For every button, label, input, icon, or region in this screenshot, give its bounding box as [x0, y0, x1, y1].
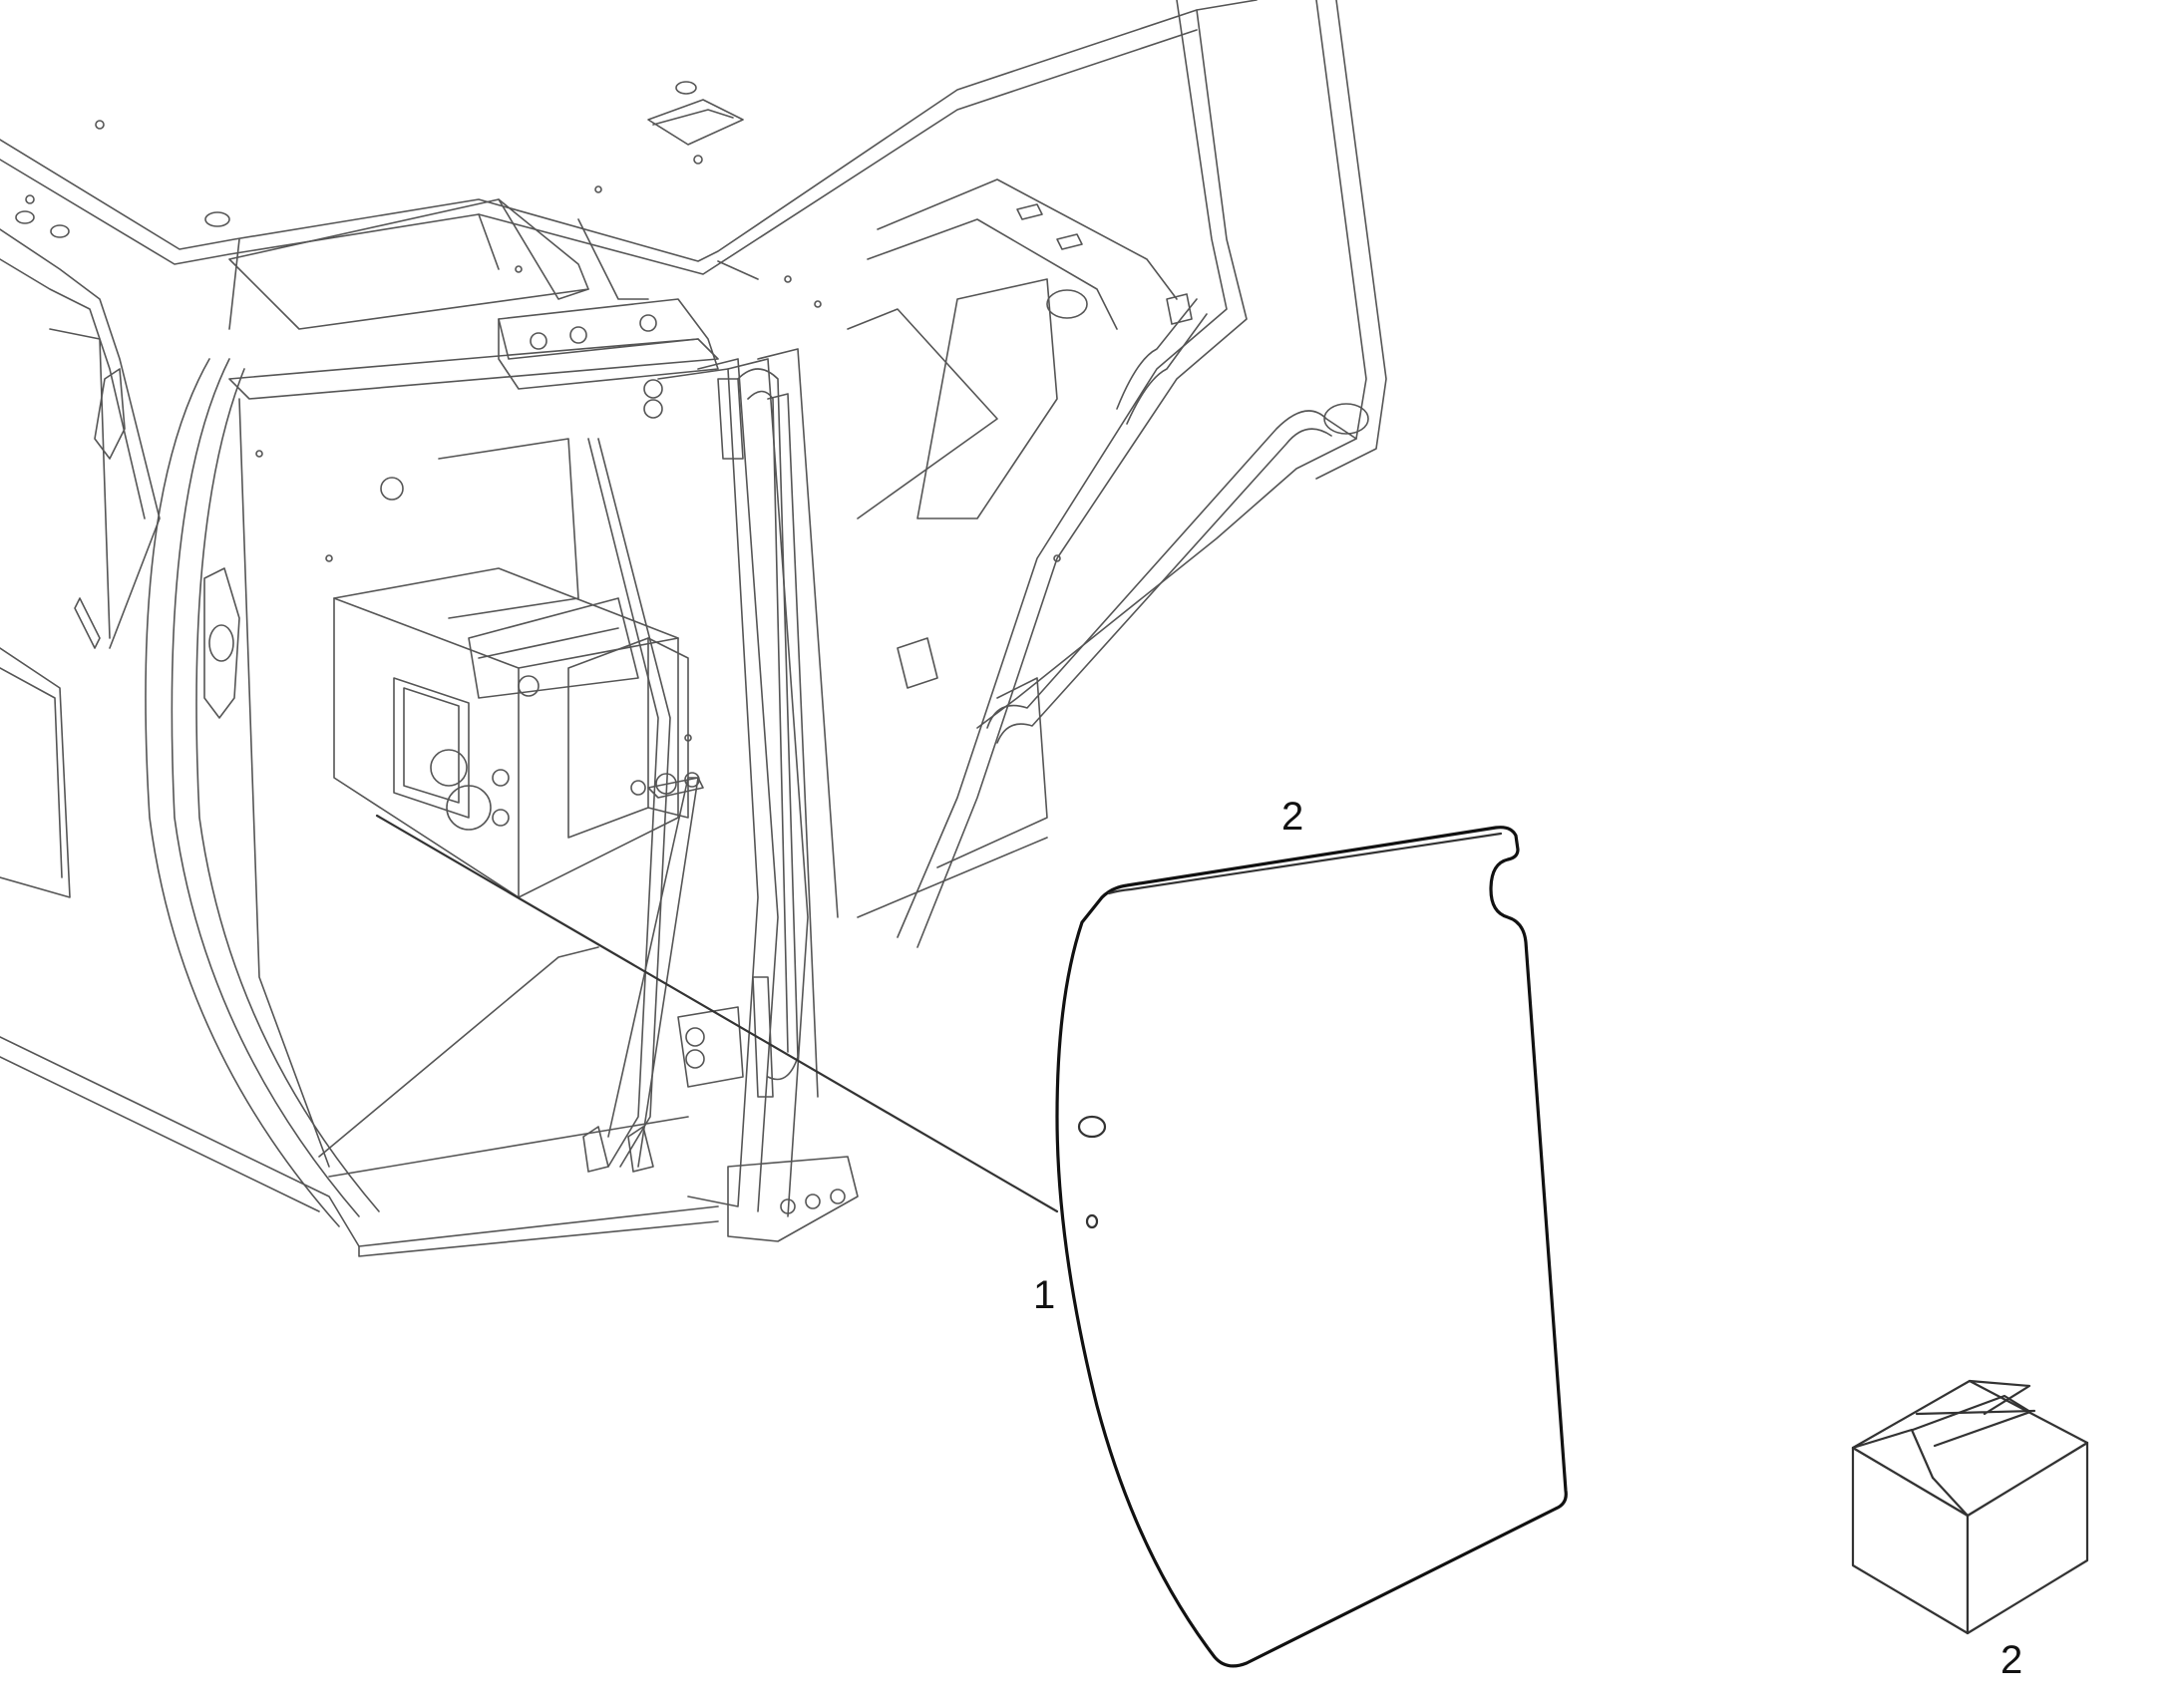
- door-glass-part: [1055, 826, 1568, 1668]
- callout-part-2-kit: 2: [2000, 1638, 2022, 1682]
- glass-hole-upper: [1077, 1115, 1107, 1139]
- door-glass-outline: [1055, 826, 1568, 1668]
- kit-box-top: [1851, 1379, 2089, 1518]
- leader-line-part-1: [375, 814, 1059, 1213]
- callout-part-1: 1: [1033, 1273, 1055, 1317]
- callout-part-2-glass: 2: [1281, 795, 1303, 839]
- kit-box: [1851, 1379, 2089, 1635]
- glass-hole-lower: [1085, 1213, 1099, 1229]
- door-glass-top-seal: [1107, 832, 1503, 895]
- cab-assembly: [0, 0, 1387, 1257]
